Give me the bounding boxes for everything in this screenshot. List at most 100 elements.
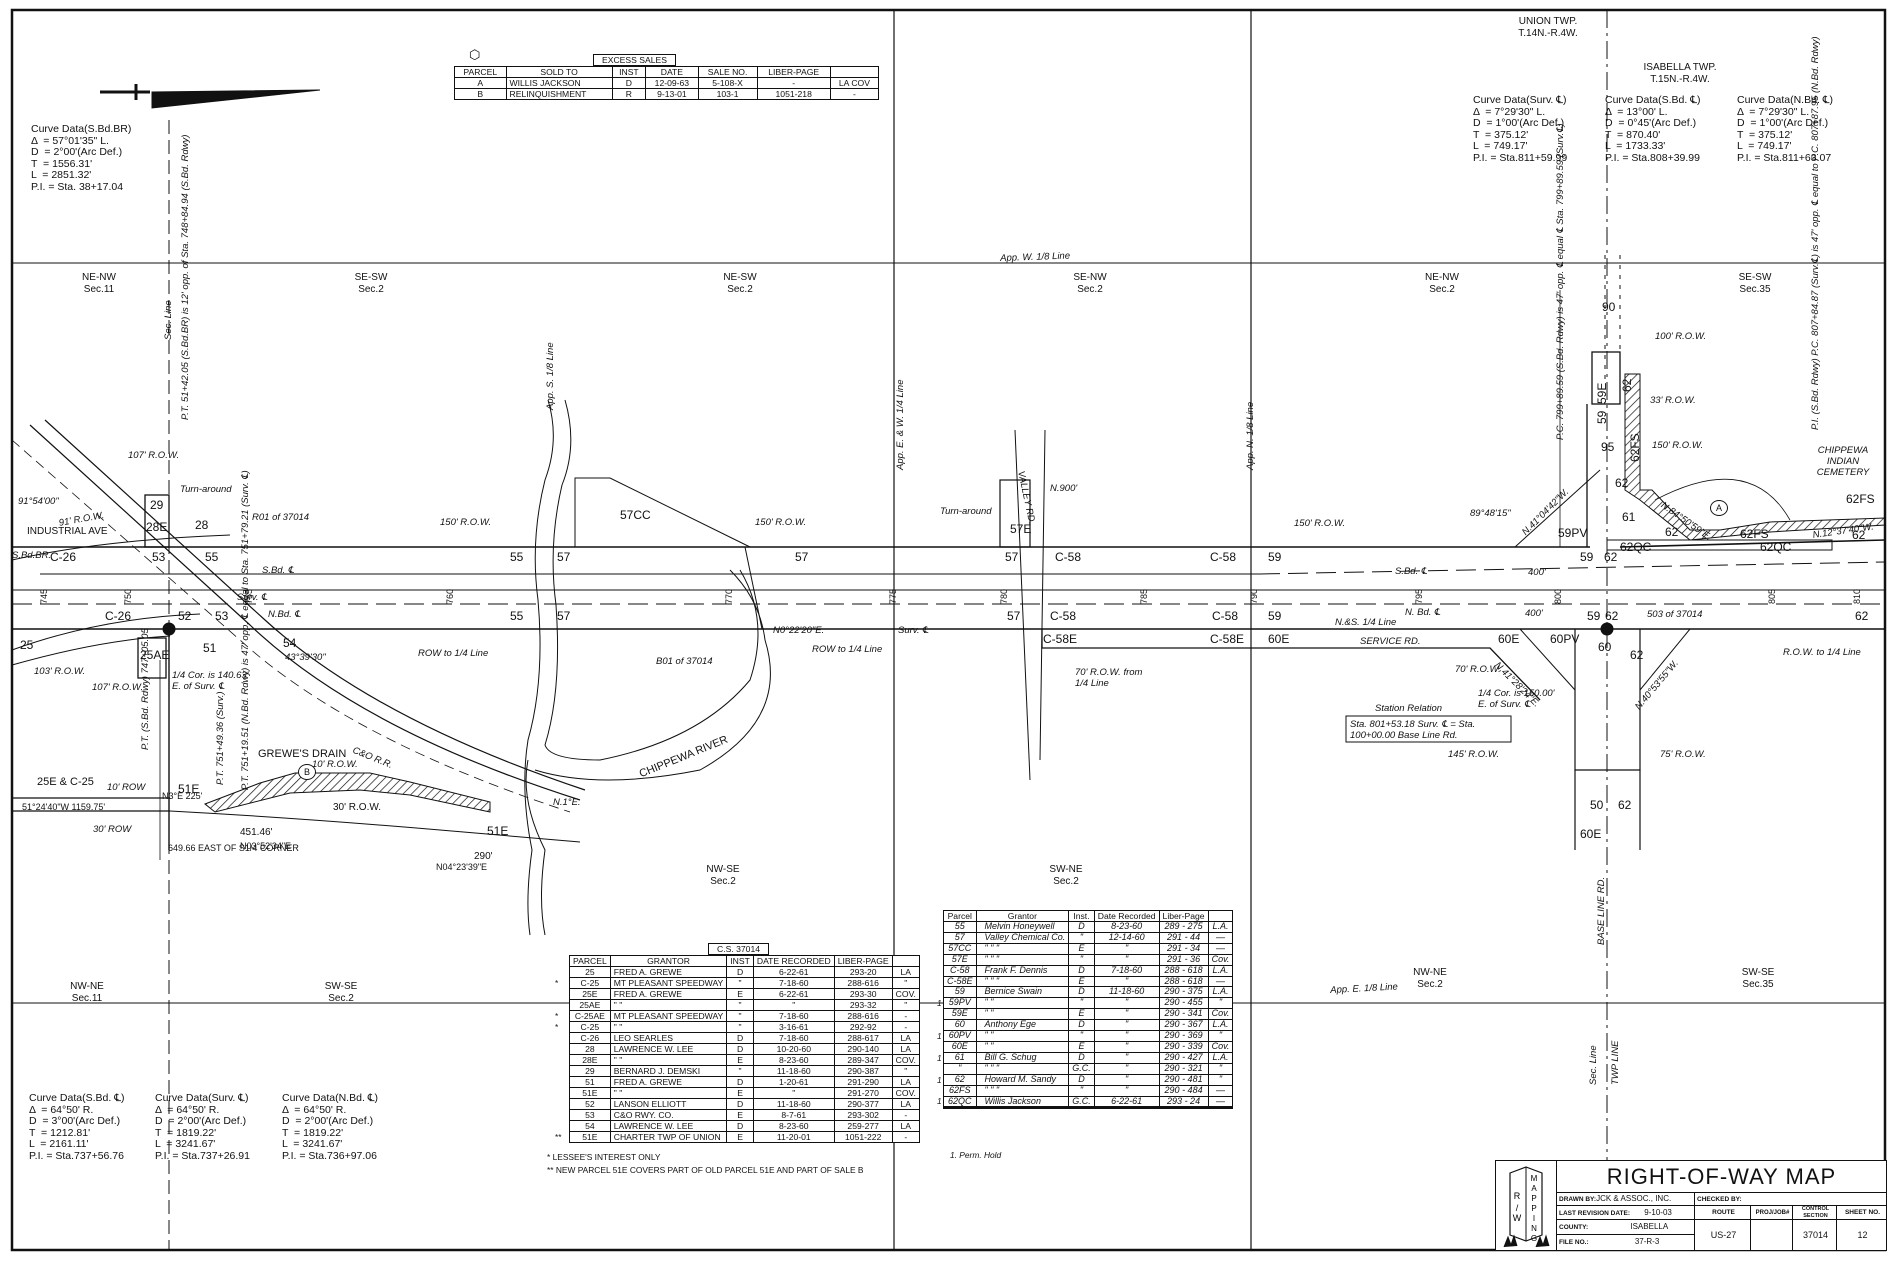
svg-text:P: P bbox=[1531, 1204, 1536, 1213]
township-range: T.14N.-R.4W. bbox=[1518, 28, 1578, 39]
table-cell: D bbox=[1068, 964, 1095, 977]
station-number: 795 bbox=[1414, 588, 1424, 604]
table-cell: 288-616 bbox=[833, 1010, 893, 1022]
map-annotation: GREWE'S DRAIN bbox=[258, 748, 347, 760]
table-cell: 290 - 367 bbox=[1158, 1019, 1209, 1032]
svg-text:G: G bbox=[1531, 1234, 1537, 1243]
column-header: DATE RECORDED bbox=[752, 955, 835, 967]
table-cell: 290 - 321 bbox=[1158, 1062, 1209, 1075]
table-cell: D bbox=[726, 1120, 754, 1132]
station-number: 805 bbox=[1767, 588, 1777, 604]
table-cell: 25 bbox=[569, 966, 611, 978]
curve-tangent: T = 375.12' bbox=[1473, 128, 1529, 141]
column-header: SALE NO. bbox=[697, 66, 758, 78]
table-cell: LA bbox=[891, 966, 920, 978]
map-annotation: 290' bbox=[474, 851, 493, 862]
drawn-by-label: DRAWN BY: bbox=[1559, 1196, 1597, 1203]
table-cell: MT PLEASANT SPEEDWAY bbox=[609, 1010, 728, 1022]
parcel-label: 54 bbox=[283, 636, 297, 650]
section-number: Sec.11 bbox=[83, 284, 115, 295]
table-cell: 8-23-60 bbox=[1093, 921, 1160, 933]
svg-text:P: P bbox=[1531, 1194, 1536, 1203]
table-cell: 289 - 275 bbox=[1158, 921, 1209, 933]
section-number: Sec.2 bbox=[1417, 979, 1443, 990]
station-number: 810 bbox=[1852, 588, 1862, 604]
map-annotation: 150' R.O.W. bbox=[755, 517, 807, 528]
file-no: FILE NO.: 37-R-3 bbox=[1557, 1235, 1695, 1250]
station-number: 800 bbox=[1553, 588, 1563, 604]
map-annotation: 1/4 Cor. is 140.63' E. of Surv. ℄ bbox=[172, 670, 249, 692]
row-mark: 1 bbox=[937, 1052, 942, 1063]
parcel-label: 57 bbox=[557, 550, 571, 564]
table-cell: C&O RWY. CO. bbox=[609, 1109, 728, 1121]
curve-tangent: T = 870.40' bbox=[1605, 128, 1661, 141]
table-cell: " bbox=[726, 1021, 754, 1033]
map-annotation: N0°22'20"E. bbox=[773, 625, 825, 636]
last-revision-label: LAST REVISION DATE: bbox=[1559, 1210, 1631, 1217]
table-cell: - bbox=[756, 77, 831, 89]
railroad-track bbox=[29, 424, 581, 801]
parcel-label: 51E bbox=[487, 824, 509, 838]
table-cell: 11-20-01 bbox=[752, 1131, 835, 1143]
table-cell: R bbox=[611, 88, 647, 100]
map-annotation: N.&S. 1/4 Line bbox=[1335, 617, 1397, 628]
map-annotation: N3°E 225' bbox=[162, 791, 203, 801]
table-cell: 288 - 618 bbox=[1158, 975, 1209, 988]
table-cell: E bbox=[1068, 975, 1095, 988]
file-no-value: 37-R-3 bbox=[1634, 1237, 1660, 1246]
table-cell: - bbox=[891, 1131, 920, 1143]
table-cell: Bernice Swain bbox=[975, 986, 1070, 999]
cs-note-1: * LESSEE'S INTEREST ONLY bbox=[547, 1152, 661, 1162]
parcel-label: 59 bbox=[1580, 550, 1594, 564]
table-cell: " bbox=[1093, 942, 1160, 955]
table-cell: " " bbox=[975, 997, 1070, 1010]
table-cell: D bbox=[726, 1043, 754, 1055]
parcel-label: C-58 bbox=[1212, 609, 1239, 623]
row-mark: * bbox=[555, 1011, 559, 1021]
section-name: SE-NW bbox=[1073, 272, 1107, 283]
table-cell: 291-290 bbox=[833, 1076, 893, 1088]
table-cell: A bbox=[454, 77, 507, 89]
section-name: SE-SW bbox=[1738, 272, 1772, 283]
curve-pi: P.I. = Sta.737+56.76 bbox=[29, 1149, 124, 1162]
map-annotation: 107' R.O.W. bbox=[92, 682, 144, 693]
table-cell: LAWRENCE W. LEE bbox=[609, 1043, 728, 1055]
map-annotation: 75' R.O.W. bbox=[1660, 749, 1706, 760]
table-cell: E bbox=[726, 1109, 754, 1121]
control-section-value: 37014 bbox=[1793, 1220, 1837, 1250]
curve-data-s-bd-br: Curve Data(S.Bd.BR)Δ = 57°01'35" L.D = 2… bbox=[31, 123, 131, 193]
section-number: Sec.2 bbox=[1053, 876, 1079, 887]
table-cell: 51E bbox=[569, 1087, 611, 1099]
table-cell: D bbox=[1068, 1019, 1095, 1032]
map-annotation: App. N. 1/8 Line bbox=[1245, 401, 1256, 470]
curve-data-n-bd: Curve Data(N.Bd. ℄)Δ = 7°29'30" L.D = 1°… bbox=[1737, 94, 1833, 164]
table-cell: 28 bbox=[569, 1043, 611, 1055]
table-cell: 51 bbox=[569, 1076, 611, 1088]
parcel-label: 59PV bbox=[1558, 526, 1588, 540]
svg-text:W: W bbox=[1513, 1213, 1522, 1223]
map-annotation: 400' bbox=[1525, 608, 1543, 619]
map-annotation: 107' R.O.W. bbox=[128, 450, 180, 461]
table-cell: Bill G. Schug bbox=[975, 1051, 1070, 1064]
table-cell: 60PV bbox=[943, 1030, 977, 1042]
table-cell: " bbox=[1093, 1073, 1160, 1086]
table-cell: " " bbox=[975, 1008, 1070, 1021]
table-cell: " bbox=[1093, 953, 1160, 966]
table-cell: C-26 bbox=[569, 1032, 611, 1044]
parcel-label: C-58E bbox=[1043, 632, 1078, 646]
section-name: NW-NE bbox=[1413, 967, 1447, 978]
curve-degree: D = 2°00'(Arc Def.) bbox=[31, 146, 123, 158]
table-cell: E bbox=[726, 1087, 754, 1099]
table-row: "" " "G.C."290 - 321" bbox=[943, 1062, 1234, 1075]
svg-text:R: R bbox=[1514, 1191, 1521, 1201]
table-cell: BERNARD J. DEMSKI bbox=[609, 1065, 728, 1077]
parcel-label: 59 bbox=[1268, 609, 1282, 623]
table-cell: D bbox=[1068, 1073, 1095, 1086]
table-cell: 6-22-61 bbox=[752, 988, 835, 1000]
